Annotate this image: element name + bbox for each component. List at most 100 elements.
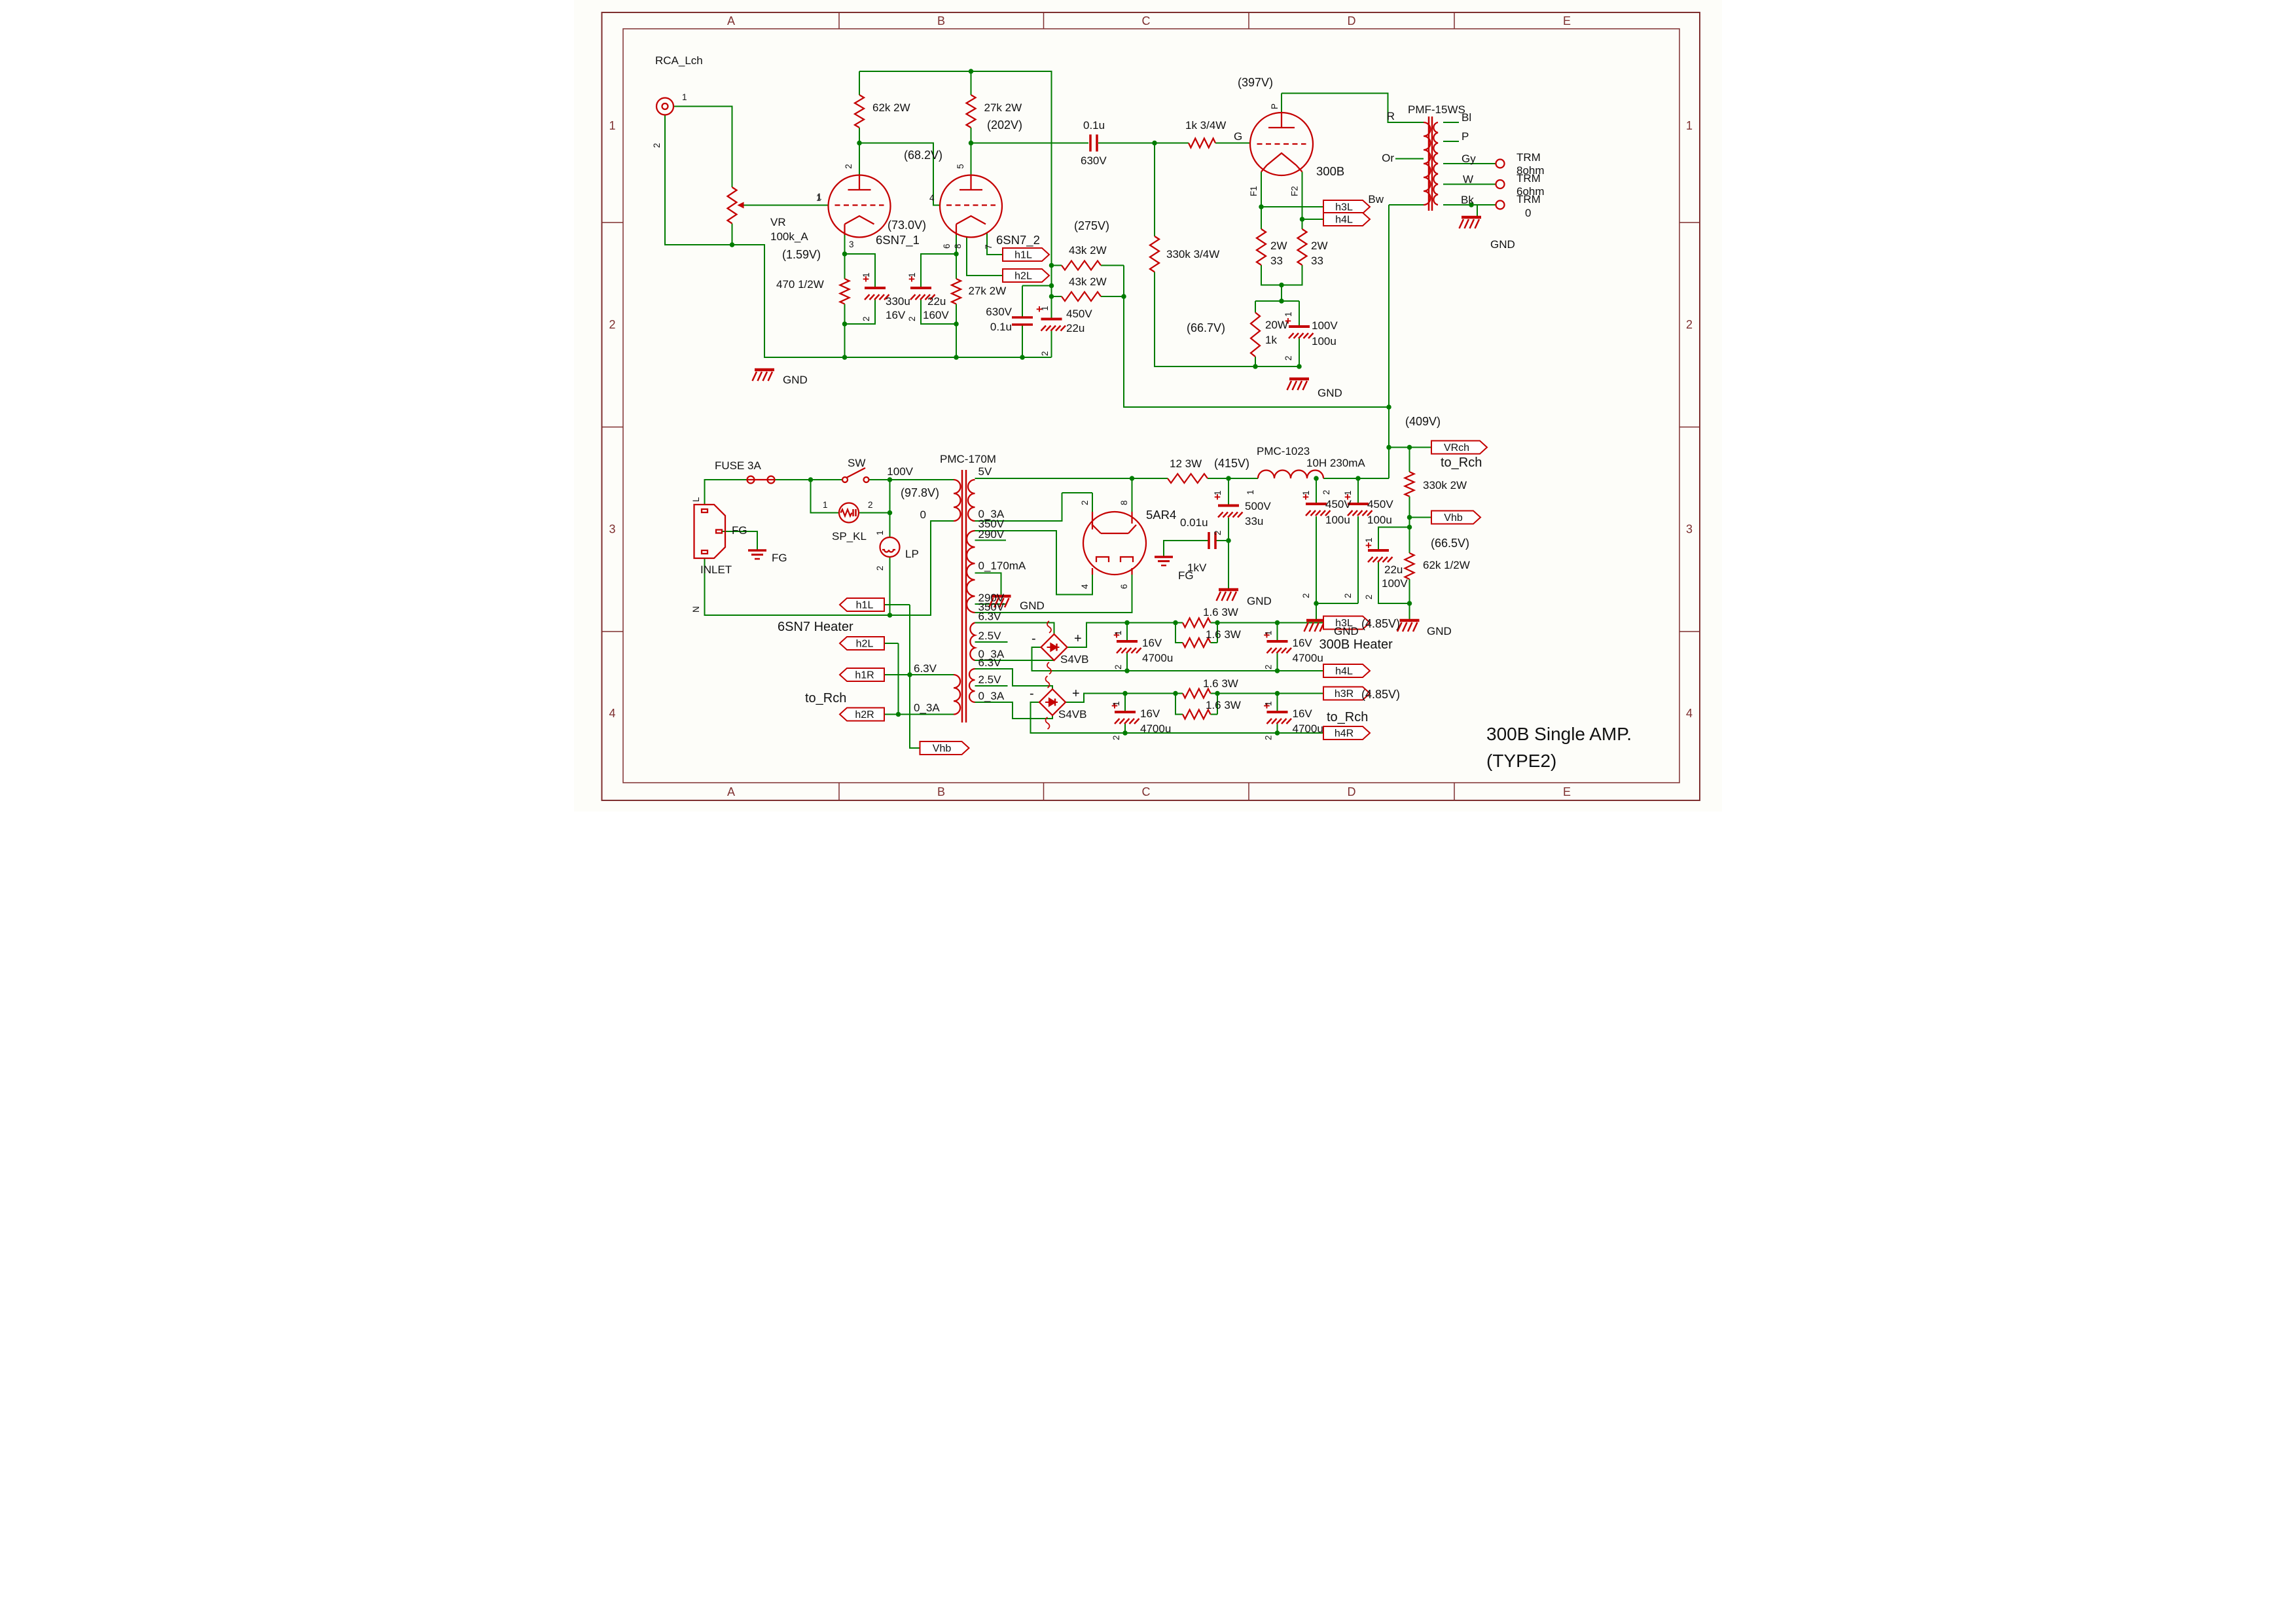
pin: 2 bbox=[1321, 490, 1331, 495]
pin: 1 bbox=[1246, 490, 1255, 495]
pin: N bbox=[691, 606, 701, 613]
wires bbox=[664, 71, 1496, 749]
grid-col-B: B bbox=[937, 14, 945, 27]
to-rch2: to_Rch bbox=[805, 691, 846, 705]
r-fil2-w: 2W bbox=[1311, 240, 1328, 252]
pin: P bbox=[1270, 103, 1280, 109]
c-psu1-v: 500V bbox=[1245, 500, 1271, 512]
tap: 100V bbox=[887, 465, 913, 478]
bridge1-ref: S4VB bbox=[1060, 653, 1088, 666]
voltage: (97.8V) bbox=[901, 486, 939, 499]
tap: 2.5V bbox=[978, 673, 1002, 686]
voltage: (4.85V) bbox=[1361, 617, 1400, 630]
pin: 2 bbox=[1213, 530, 1223, 535]
pin: 1 bbox=[1113, 630, 1123, 635]
port-h3r-psu-label: h3R bbox=[1335, 688, 1354, 700]
pin: 2 bbox=[1111, 735, 1121, 740]
r-heat3: 1.6 3W bbox=[1203, 677, 1238, 690]
port-h1l-tube: h1L bbox=[1002, 247, 1050, 262]
junction-dots bbox=[729, 69, 1474, 736]
choke-val: 10H 230mA bbox=[1306, 457, 1365, 469]
grid-col-E: E bbox=[1563, 14, 1571, 27]
port-h3r-psu: h3R bbox=[1323, 686, 1371, 701]
opt-or: Or bbox=[1382, 152, 1394, 164]
grid-col-A: A bbox=[727, 14, 735, 27]
grid-row-4: 4 bbox=[1686, 707, 1693, 720]
fg3: FG bbox=[1178, 569, 1194, 582]
vr-value: 100k_A bbox=[770, 230, 808, 243]
c-filter-uf: 22u bbox=[1066, 322, 1085, 334]
trm3: TRM bbox=[1516, 193, 1541, 205]
c-h1-uf: 4700u bbox=[1142, 652, 1173, 664]
plus: + bbox=[1113, 629, 1120, 641]
tap: 6.3V bbox=[978, 611, 1002, 623]
trm-0 bbox=[1495, 200, 1505, 210]
r-bleed2: 62k 1/2W bbox=[1423, 559, 1470, 571]
components bbox=[655, 94, 1505, 730]
to-rch3: to_Rch bbox=[1327, 710, 1368, 724]
grid-col-D: D bbox=[1348, 14, 1356, 27]
pin: 2 bbox=[1264, 735, 1274, 740]
voltage: (66.7V) bbox=[1187, 321, 1225, 334]
pin: 2 bbox=[868, 500, 873, 510]
grid-row-2: 2 bbox=[1686, 318, 1693, 331]
c-cathode1-uf: 330u bbox=[886, 295, 910, 308]
port-vhb-heater: Vhb bbox=[919, 741, 970, 755]
r-heat1: 1.6 3W bbox=[1203, 606, 1238, 618]
pin: F1 bbox=[1249, 186, 1259, 196]
pin: 2 bbox=[861, 316, 871, 321]
pin: 8 bbox=[1119, 500, 1129, 505]
r-fil1: 33 bbox=[1270, 255, 1283, 267]
c-psu1-uf: 33u bbox=[1245, 515, 1263, 527]
minus: - bbox=[1031, 632, 1036, 646]
pin: 1 bbox=[817, 192, 822, 202]
pin: 1 bbox=[1264, 701, 1274, 706]
pin: 1 bbox=[1264, 630, 1274, 635]
pin: 1 bbox=[682, 92, 687, 102]
pin: 2 bbox=[907, 316, 917, 321]
port-vhb: Vhb bbox=[1431, 510, 1482, 525]
c-h2-v: 16V bbox=[1293, 637, 1313, 649]
port-h1l-heater-label: h1L bbox=[856, 600, 874, 611]
port-h2r-heater-label: h2R bbox=[855, 709, 874, 721]
pin: 1 bbox=[1343, 490, 1353, 495]
tube2-ref: 6SN7_2 bbox=[996, 233, 1040, 247]
trm1-ohm: 8ohm bbox=[1516, 164, 1545, 177]
voltage: (4.85V) bbox=[1361, 688, 1400, 701]
spkl-label: SP_KL bbox=[832, 530, 867, 543]
pin: 2 bbox=[1080, 500, 1090, 505]
r-gridstop: 1k 3/4W bbox=[1185, 119, 1226, 132]
port-h2l-tube: h2L bbox=[1002, 268, 1050, 283]
c-h3-v: 16V bbox=[1140, 707, 1160, 720]
pin: 6 bbox=[1119, 584, 1129, 589]
c-bias-v: 100V bbox=[1312, 319, 1338, 332]
plus: + bbox=[1264, 700, 1270, 712]
port-h1r-heater: h1R bbox=[838, 668, 885, 682]
pin: 7 bbox=[984, 244, 994, 249]
port-h4l-300b-label: h4L bbox=[1335, 215, 1353, 226]
r-gridleak: 330k 3/4W bbox=[1166, 248, 1219, 260]
pin: 1 bbox=[907, 272, 917, 277]
grid-col-A: A bbox=[727, 785, 735, 798]
c-h4-v: 16V bbox=[1293, 707, 1313, 720]
tap: 0 bbox=[920, 508, 926, 521]
pin: 2 bbox=[652, 143, 662, 148]
voltage: (202V) bbox=[987, 118, 1022, 132]
voltage: (415V) bbox=[1214, 457, 1249, 470]
c-psu3-v: 450V bbox=[1367, 498, 1393, 510]
trm2: TRM bbox=[1516, 172, 1541, 185]
r-psu: 12 3W bbox=[1170, 457, 1202, 470]
grid-col-C: C bbox=[1142, 785, 1151, 798]
trm-6ohm bbox=[1495, 179, 1505, 190]
gnd: GND bbox=[1490, 238, 1515, 251]
tap: 0_3A bbox=[978, 648, 1005, 660]
pin: 2 bbox=[1364, 594, 1374, 599]
opt-bw: Bw bbox=[1368, 193, 1384, 205]
c-cathode2-uf: 22u bbox=[927, 295, 946, 308]
voltage: (409V) bbox=[1405, 415, 1441, 428]
text-labels: h1Lh2Lh3Lh4LVRchVhbh1Lh2Lh1Rh2RVhbh3Lh4L… bbox=[652, 54, 1632, 771]
r-fil1-w: 2W bbox=[1270, 240, 1287, 252]
grid-col-D: D bbox=[1348, 785, 1356, 798]
port-h2l-tube-label: h2L bbox=[1014, 271, 1032, 282]
